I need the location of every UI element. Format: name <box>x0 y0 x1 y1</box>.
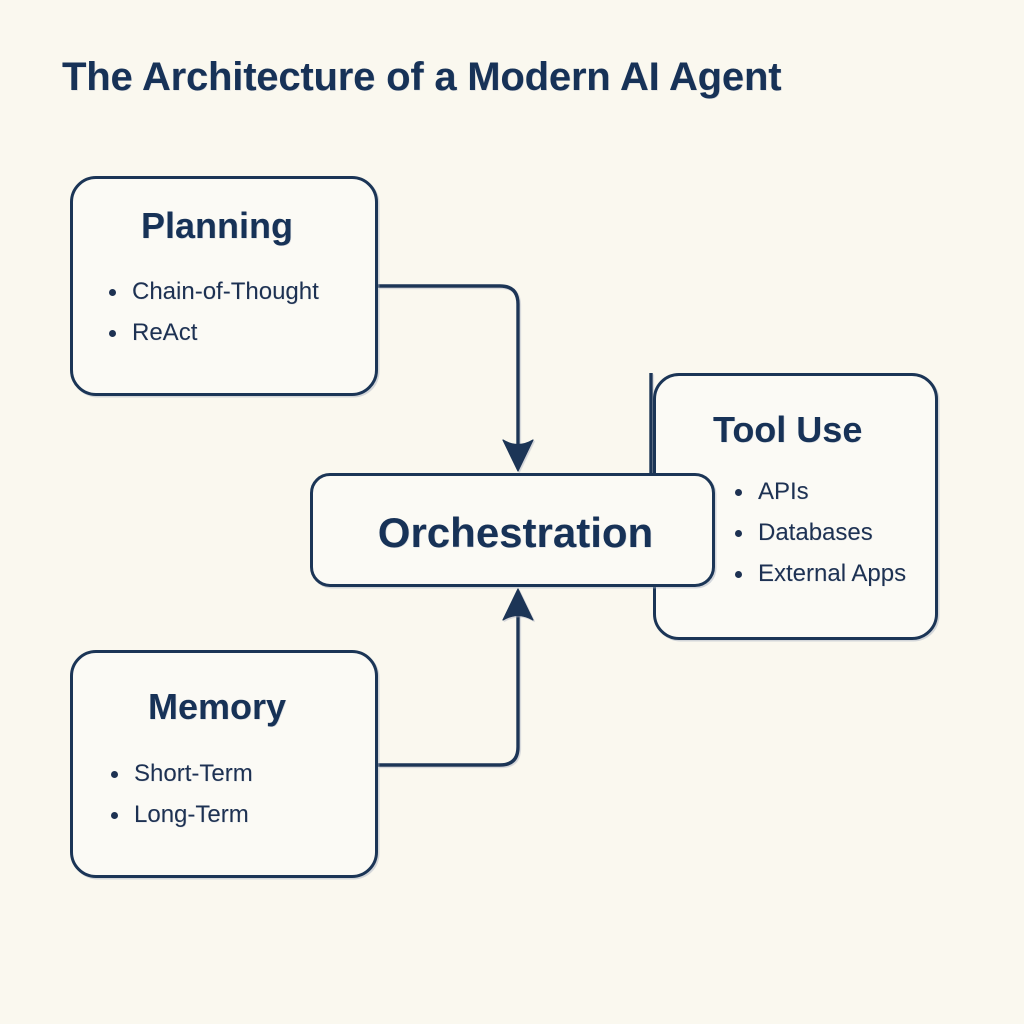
list-item: External Apps <box>729 553 906 594</box>
node-orchestration-heading: Orchestration <box>377 509 654 556</box>
node-planning[interactable]: Planning Chain-of-Thought ReAct <box>70 176 378 396</box>
list-item: Long-Term <box>105 794 253 835</box>
node-orchestration[interactable]: Orchestration <box>310 473 715 587</box>
list-item: Short-Term <box>105 753 253 794</box>
node-tool-use-heading: Tool Use <box>713 409 863 450</box>
list-item: Chain-of-Thought <box>103 271 319 312</box>
connector-planning-to-orchestration <box>378 284 520 452</box>
connector-memory-to-orchestration <box>378 608 520 767</box>
list-item: Databases <box>729 512 906 553</box>
list-item: APIs <box>729 471 906 512</box>
node-memory-heading: Memory <box>148 686 287 727</box>
node-planning-list: Chain-of-Thought ReAct <box>103 271 319 353</box>
node-planning-heading: Planning <box>141 205 293 246</box>
list-item: ReAct <box>103 312 319 353</box>
node-tool-use[interactable]: Tool Use APIs Databases External Apps <box>653 373 938 640</box>
arrowhead-down-into-orchestration <box>502 439 534 472</box>
arrowhead-up-into-orchestration <box>502 588 534 621</box>
node-memory[interactable]: Memory Short-Term Long-Term <box>70 650 378 878</box>
node-tool-use-list: APIs Databases External Apps <box>729 471 906 594</box>
page-title: The Architecture of a Modern AI Agent <box>62 55 782 99</box>
node-memory-list: Short-Term Long-Term <box>105 753 253 835</box>
